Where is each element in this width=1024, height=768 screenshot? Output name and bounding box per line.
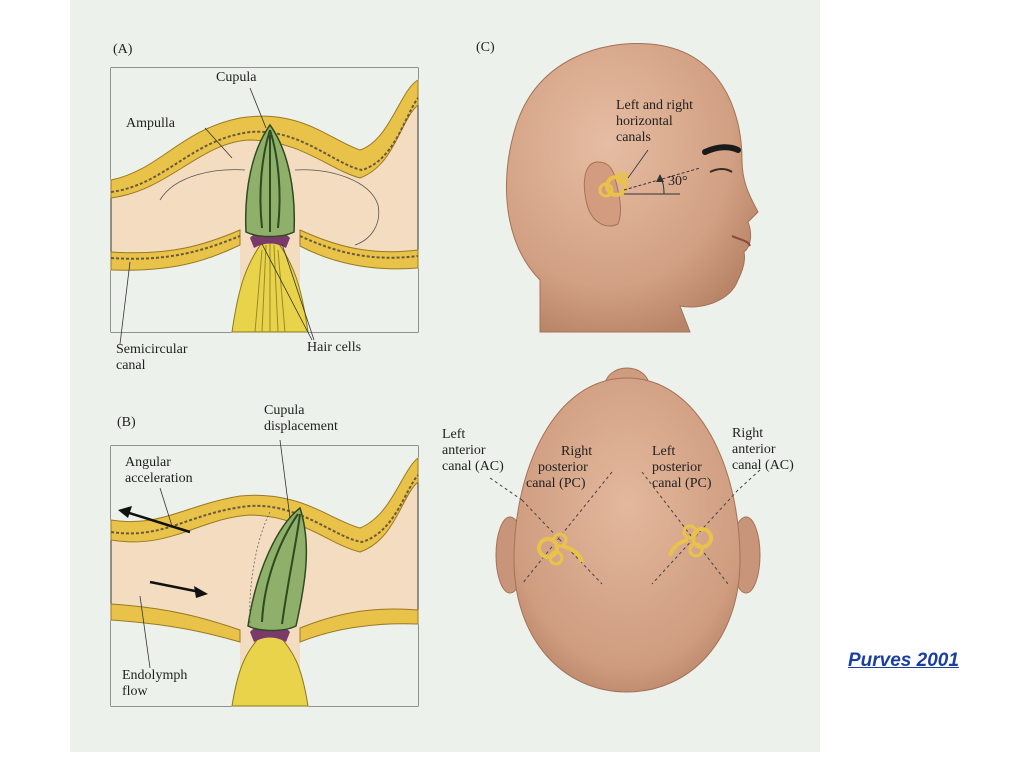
semicircular-canal-label-line2: canal — [116, 358, 146, 373]
source-credit: Purves 2001 — [848, 650, 959, 671]
angular-acceleration-label-line2: acceleration — [125, 471, 193, 486]
panel-b-illustration — [110, 439, 419, 707]
left-ac-label-line1: Left — [442, 427, 466, 442]
semicircular-canal-label-line1: Semicircular — [116, 342, 188, 357]
angular-acceleration-label-line1: Angular — [125, 455, 171, 470]
horizontal-canals-label-line3: canals — [616, 130, 651, 145]
left-ac-label-line2: anterior — [442, 443, 486, 458]
ampulla-label: Ampulla — [126, 116, 175, 131]
right-pc-label-line1: Right — [561, 444, 593, 459]
endolymph-flow-label-line2: flow — [122, 684, 148, 699]
right-ac-label-line1: Right — [732, 426, 764, 441]
left-ac-label-line3: canal (AC) — [442, 459, 504, 474]
cupula-label: Cupula — [216, 70, 257, 85]
cupula-displacement-label-line1: Cupula — [264, 403, 305, 418]
panel-a-illustration — [110, 67, 419, 345]
right-ac-label-line2: anterior — [732, 442, 776, 457]
horizontal-canals-label-line1: Left and right — [616, 98, 693, 113]
panel-a-letter: (A) — [113, 42, 133, 57]
left-pc-label-line2: posterior — [652, 460, 702, 475]
cupula-displacement-label-line2: displacement — [264, 419, 338, 434]
top-head-illustration — [489, 367, 761, 693]
horizontal-canals-label-line2: horizontal — [616, 114, 673, 129]
panel-b-letter: (B) — [117, 415, 136, 430]
endolymph-flow-label-line1: Endolymph — [122, 668, 188, 683]
right-pc-label-line3: canal (PC) — [526, 476, 586, 491]
side-head-illustration — [506, 43, 759, 333]
hair-cells-label: Hair cells — [307, 340, 362, 355]
left-pc-label-line3: canal (PC) — [652, 476, 712, 491]
right-ac-label-line3: canal (AC) — [732, 458, 794, 473]
right-pc-label-line2: posterior — [538, 460, 588, 475]
left-pc-label-line1: Left — [652, 444, 676, 459]
angle-label: 30° — [668, 174, 688, 189]
panel-c-letter: (C) — [476, 40, 495, 55]
